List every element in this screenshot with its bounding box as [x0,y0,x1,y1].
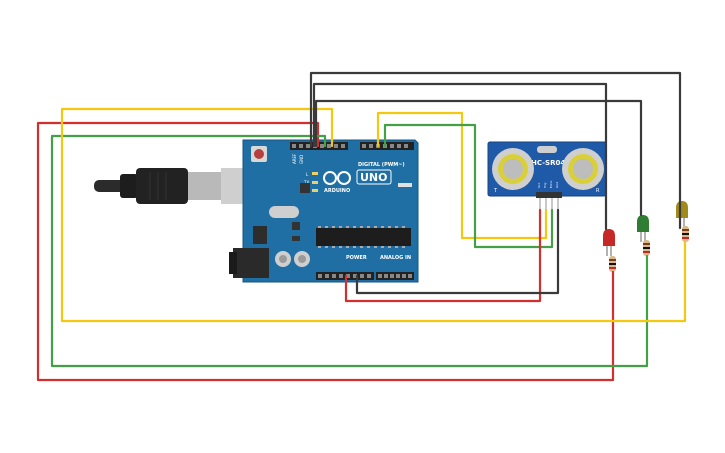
power-jack [233,248,269,278]
wire-green-led[interactable] [50,134,649,368]
model-label: UNO [360,171,388,184]
wire-yellow-trig[interactable] [376,111,548,240]
led-l-label: L [306,172,309,177]
resistor-yellow-led [682,226,689,242]
led-red [603,229,615,256]
sensor-label: HC-SR04 [531,159,565,167]
atmega-chip [316,228,411,246]
resistor-green-led [643,240,650,256]
power-label: POWER [346,255,367,261]
led-yellow [676,201,688,228]
brand-label: ARDUINO [324,188,350,194]
aref-label: AREF [292,153,297,164]
hc-sr04-sensor: HC-SR04 T R Vcc Trig Echo Gnd [487,141,607,210]
sensor-side-right: R [596,188,600,194]
wire-black-led-yellow[interactable] [309,71,682,230]
wire-black-led-green[interactable] [314,99,643,217]
sensor-side-left: T [493,188,498,194]
wire-red-led[interactable] [36,121,615,382]
usb-cable [94,168,261,204]
sensor-pin-gnd: Gnd [555,182,559,188]
sensor-pin-vcc: Vcc [537,182,541,188]
tx-label: TX [303,180,309,185]
wire-yellow-led[interactable] [60,107,687,323]
arduino-uno-board: AREF GND DIGITAL (PWM~) ARDUINO UNO L TX… [229,139,419,283]
digital-label: DIGITAL (PWM~) [358,162,405,168]
led-green [637,215,649,242]
wire-red-vcc[interactable] [344,208,542,303]
gnd-label: GND [299,155,304,164]
sensor-pin-trig: Trig [543,183,547,189]
arduino-logo: ARDUINO [323,171,351,194]
resistor-red-led [609,256,616,272]
sensor-pin-echo: Echo [549,181,553,188]
analog-label: ANALOG IN [380,255,411,261]
wire-black-sensor-top[interactable] [312,82,608,231]
wire-green-echo[interactable] [383,123,554,249]
wire-black-gnd[interactable] [355,208,560,295]
